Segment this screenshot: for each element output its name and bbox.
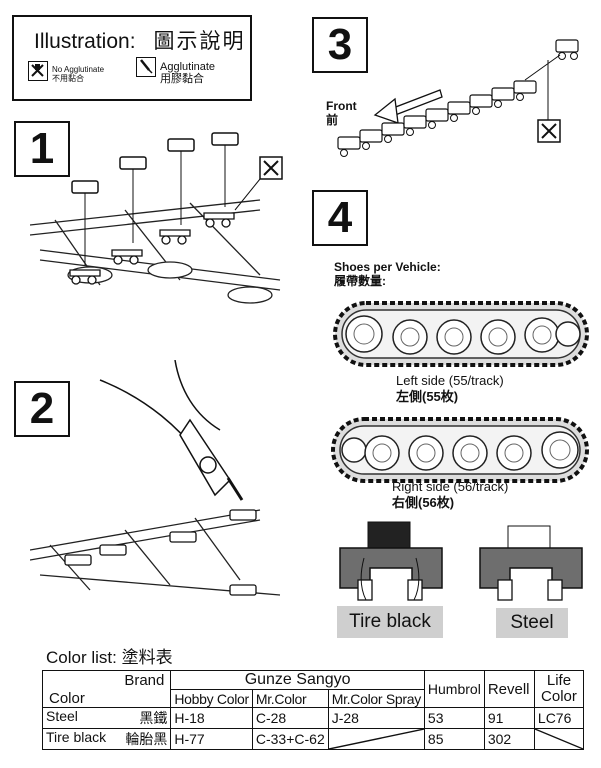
step-3-number: 3: [312, 17, 368, 73]
life-cell: LC76: [533, 707, 585, 729]
table-subheader-row: Hobby Color Mr.Color Mr.Color Spray: [43, 689, 584, 708]
legend-title-en: Illustration:: [34, 30, 136, 53]
glue-icon: [136, 57, 156, 77]
tire-black-shoe-diagram: [339, 521, 443, 601]
revell-header: Revell: [483, 670, 535, 708]
life-cell-empty: [533, 728, 585, 750]
hobby-color-header: Hobby Color: [170, 689, 253, 708]
humbrol-cell: 85: [423, 728, 485, 750]
right-side-label: Right side (56/track)右側(56枚): [392, 479, 509, 510]
revell-cell: 91: [483, 707, 535, 729]
step-2-number: 2: [14, 381, 70, 437]
mr-color-spray-header: Mr.Color Spray: [327, 689, 425, 708]
left-side-label: Left side (55/track)左側(55枚): [396, 373, 504, 404]
hobby-cell: H-77: [170, 728, 253, 750]
shoes-per-vehicle-heading: Shoes per Vehicle:履帶數量:: [334, 260, 441, 288]
legend-title: Illustration: 圖示說明: [34, 25, 246, 55]
steel-shoe-diagram: [479, 525, 583, 601]
right-track-diagram: [331, 417, 589, 483]
humbrol-cell: 53: [423, 707, 485, 729]
tire-black-swatch: Tire black: [337, 606, 443, 638]
step-3-illustration: [337, 39, 579, 157]
legend-title-cn: 圖示說明: [153, 30, 246, 53]
steel-swatch: Steel: [496, 608, 568, 638]
color-list-table: Brand Color Gunze Sangyo Humbrol Revell …: [41, 670, 585, 750]
no-glue-icon: [28, 61, 48, 81]
mr-color-header: Mr.Color: [251, 689, 329, 708]
spray-cell-empty: [327, 728, 425, 750]
hobby-cell: H-18: [170, 707, 253, 729]
brand-color-header: Brand Color: [41, 670, 172, 708]
step-1-number: 1: [14, 121, 70, 177]
step-2-illustration: [30, 360, 281, 596]
humbrol-header: Humbrol: [423, 670, 485, 708]
color-list-title: Color list: 塗料表: [46, 648, 173, 667]
spray-cell: J-28: [327, 707, 425, 729]
left-track-diagram: [333, 301, 589, 367]
gunze-header: Gunze Sangyo: [170, 670, 425, 690]
mrcolor-cell: C-28: [251, 707, 329, 729]
mrcolor-cell: C-33+C-62: [251, 728, 329, 750]
revell-cell: 302: [483, 728, 535, 750]
step-4-number: 4: [312, 190, 368, 246]
step-1-illustration: [30, 132, 283, 304]
table-header-row: Brand Color Gunze Sangyo Humbrol Revell …: [41, 670, 585, 708]
